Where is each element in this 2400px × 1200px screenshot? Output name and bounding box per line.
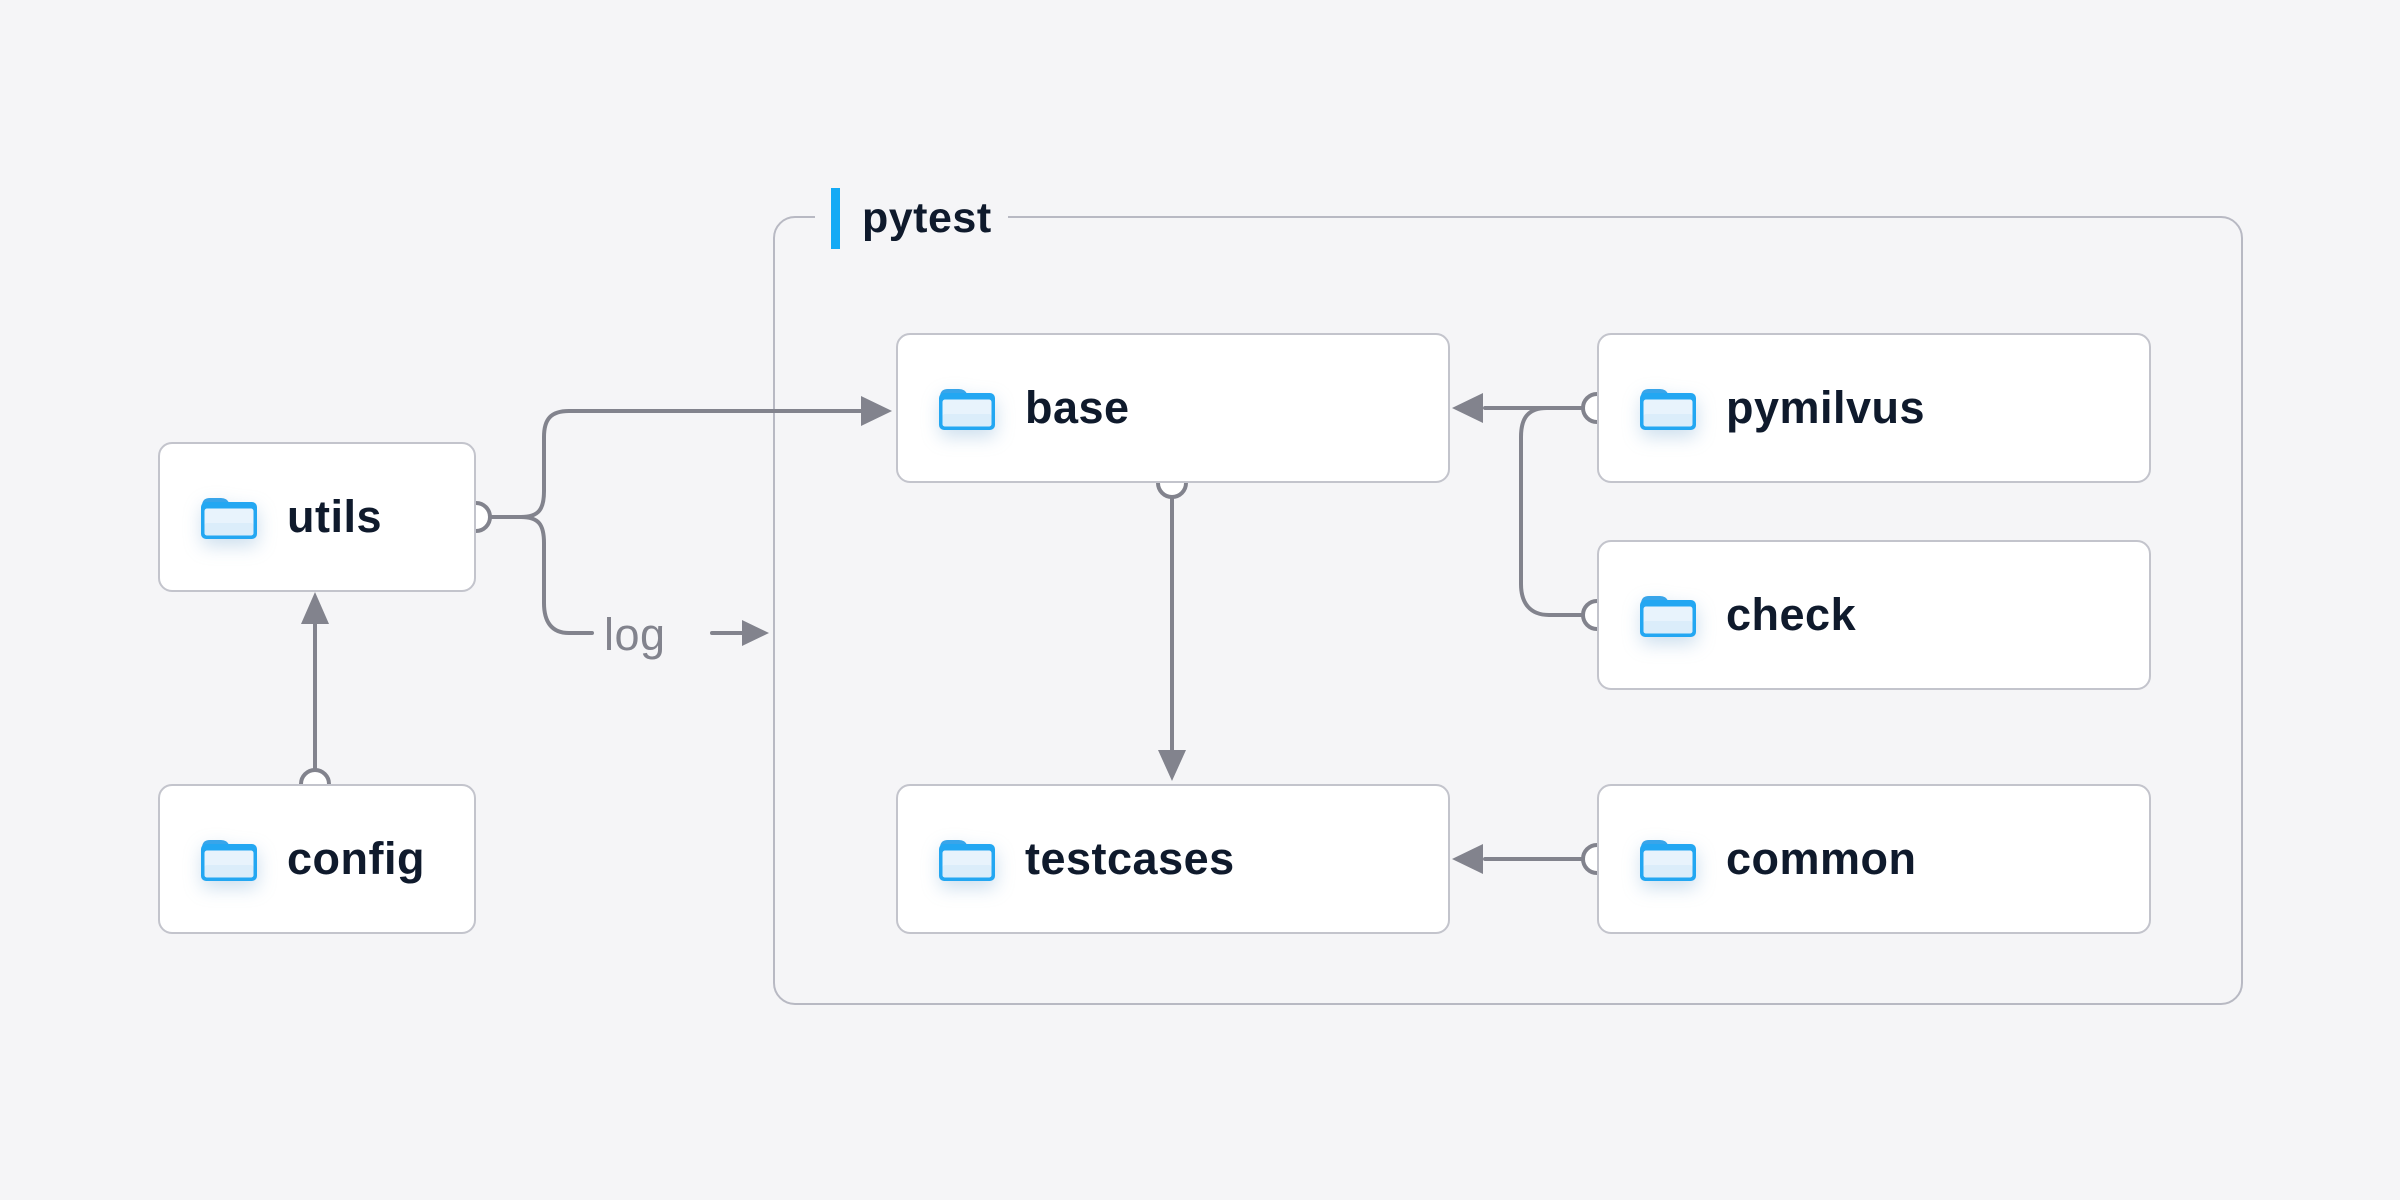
node-base: base (896, 333, 1450, 483)
node-label-testcases: testcases (1025, 833, 1235, 884)
folder-icon (201, 840, 257, 881)
node-config: config (158, 784, 476, 934)
node-utils: utils (158, 442, 476, 592)
folder-icon (939, 389, 995, 430)
node-label-check: check (1726, 589, 1857, 640)
pytest-group-label: pytest (815, 186, 1008, 250)
pytest-group: pytest (773, 186, 2243, 1005)
folder-icon (939, 840, 995, 881)
folder-icon (1640, 389, 1696, 430)
folder-icon (201, 498, 257, 539)
node-label-common: common (1726, 833, 1917, 884)
node-common: common (1597, 784, 2151, 934)
accent-bar-icon (831, 187, 840, 249)
node-testcases: testcases (896, 784, 1450, 934)
node-check: check (1597, 540, 2151, 690)
folder-icon (1640, 596, 1696, 637)
edge-label-log: log (604, 609, 666, 660)
folder-icon (1640, 840, 1696, 881)
node-label-utils: utils (287, 491, 383, 542)
edge-config-utils (301, 592, 329, 772)
node-label-config: config (287, 833, 425, 884)
pytest-group-title: pytest (862, 193, 992, 242)
node-pymilvus: pymilvus (1597, 333, 2151, 483)
node-label-pymilvus: pymilvus (1726, 382, 1926, 433)
node-label-base: base (1025, 382, 1130, 433)
